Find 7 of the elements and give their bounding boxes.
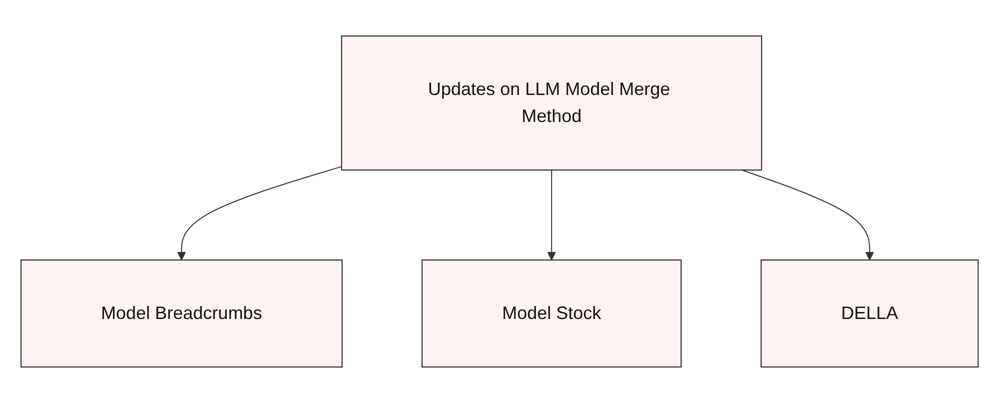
node-box: Updates on LLM Model Merge Method (342, 36, 762, 170)
node-box: DELLA (761, 260, 980, 368)
node-box: Model Breadcrumbs (20, 260, 343, 368)
arrow (742, 170, 874, 260)
arrow (548, 170, 556, 260)
arrow (178, 166, 342, 260)
node-box: Model Stock (422, 260, 682, 368)
